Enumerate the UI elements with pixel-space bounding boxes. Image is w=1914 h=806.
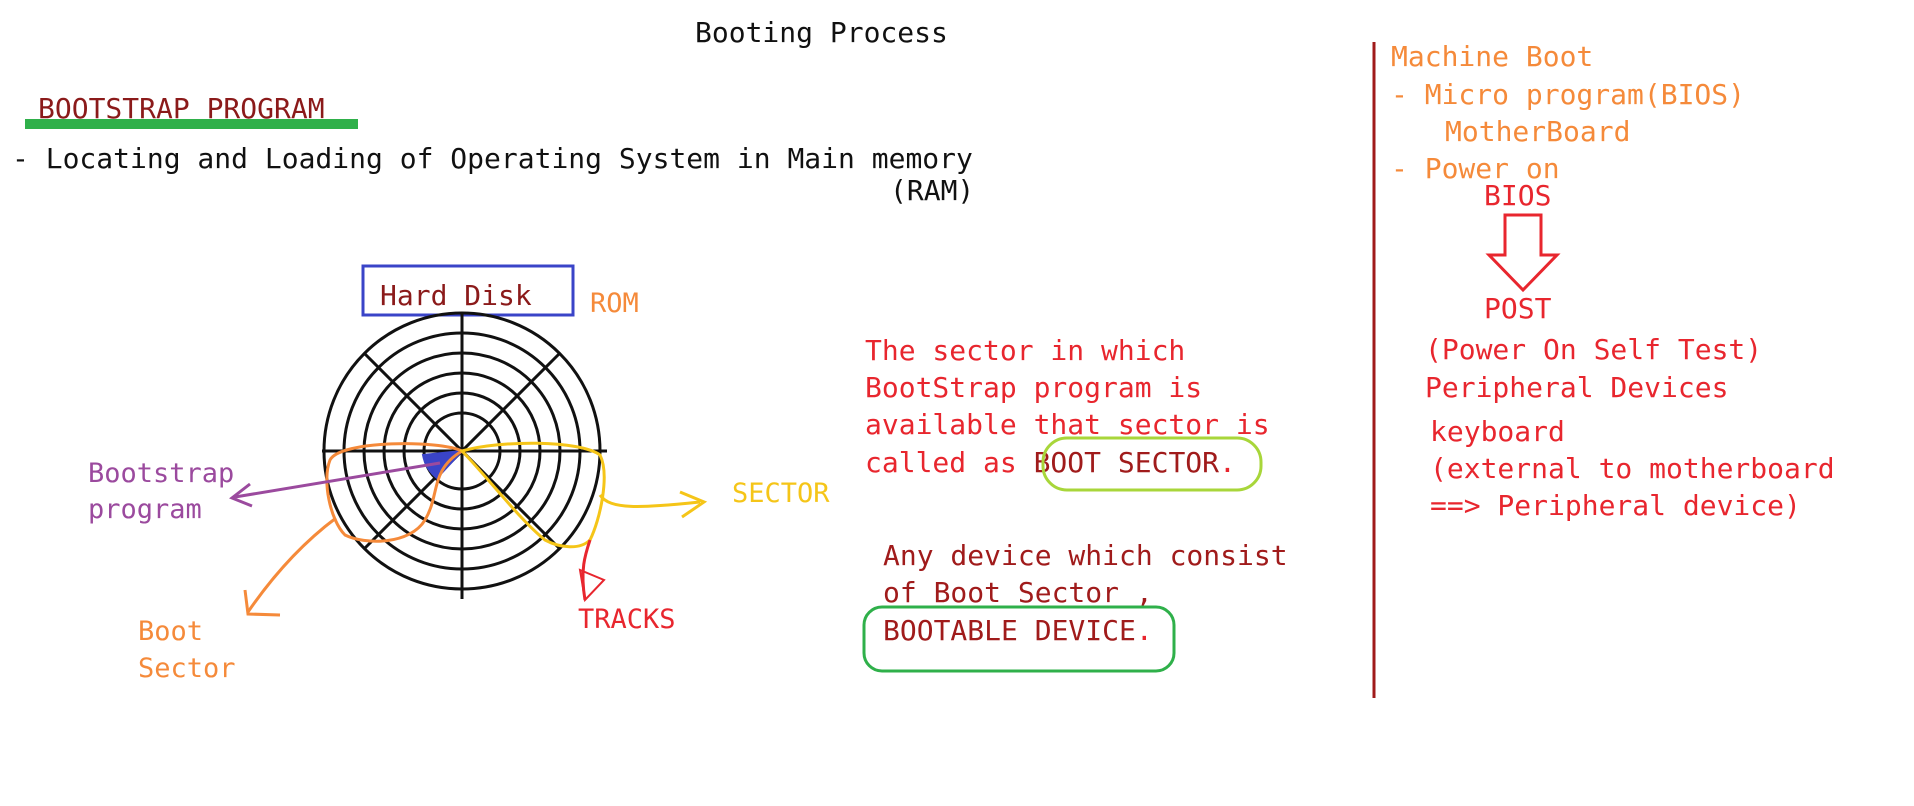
sector-note-period: . [1219, 446, 1236, 479]
device-note-line-2: of Boot Sector , [883, 576, 1153, 609]
tracks-arrow-head [578, 568, 606, 603]
bootstrap-arrow-head [229, 482, 253, 508]
boot-sector-outline [325, 442, 466, 543]
bootable-device-term: BOOTABLE DEVICE [883, 614, 1136, 647]
boot-sector-arrow-line [246, 516, 337, 613]
peripheral-devices-label: Peripheral Devices [1425, 371, 1728, 404]
machine-boot-title: Machine Boot [1391, 40, 1593, 73]
sector-outline [459, 441, 606, 549]
definition-line-2: (RAM) [890, 174, 974, 207]
sector-note-line-2: BootStrap program is [865, 371, 1202, 404]
device-note-period: . [1136, 614, 1153, 647]
bootstrap-label-line-1: Bootstrap [88, 458, 234, 489]
hard-disk-box [361, 264, 575, 317]
sector-arrow-head [679, 490, 708, 519]
external-note: (external to motherboard [1430, 452, 1835, 485]
keyboard-label: keyboard [1430, 415, 1565, 448]
boot-sector-arrow-head [243, 589, 281, 617]
boot-sector-label-line-1: Boot [138, 616, 203, 647]
bootstrap-label-line-2: program [88, 494, 202, 525]
boot-sector-label-line-2: Sector [138, 653, 236, 684]
bios-to-post-arrow [1485, 213, 1561, 293]
bootable-device-highlight-box [862, 605, 1176, 673]
disk-platter [322, 311, 607, 599]
sector-note-line-4: called as BOOT SECTOR. [865, 446, 1236, 479]
post-label: POST [1484, 292, 1552, 325]
boot-sector-highlight-box [1041, 436, 1263, 492]
tracks-label: TRACKS [578, 604, 676, 635]
bootstrap-arrow-line [234, 461, 441, 499]
bootstrap-heading: BOOTSTRAP PROGRAM [38, 92, 325, 125]
boot-sector-term: BOOT SECTOR [1034, 446, 1220, 479]
hard-disk-label: Hard Disk [380, 279, 532, 312]
sector-arrow-line [598, 494, 701, 508]
machine-boot-item-1-sub: MotherBoard [1445, 115, 1630, 148]
sector-note-line-1: The sector in which [865, 334, 1185, 367]
definition-line-1: - Locating and Loading of Operating Syst… [12, 142, 973, 175]
device-note-line-1: Any device which consist [883, 539, 1288, 572]
machine-boot-item-2: - Power on [1391, 152, 1560, 185]
page-title: Booting Process [695, 16, 948, 49]
post-full-form: (Power On Self Test) [1425, 333, 1762, 366]
device-note-line-3: BOOTABLE DEVICE. [883, 614, 1153, 647]
peripheral-result: ==> Peripheral device) [1430, 489, 1801, 522]
bios-label: BIOS [1484, 179, 1551, 212]
sector-label: SECTOR [732, 478, 830, 509]
rom-label: ROM [590, 288, 639, 319]
machine-boot-item-1: - Micro program(BIOS) [1391, 78, 1745, 111]
sector-note-prefix: called as [865, 446, 1034, 479]
sector-note-line-3: available that sector is [865, 408, 1270, 441]
